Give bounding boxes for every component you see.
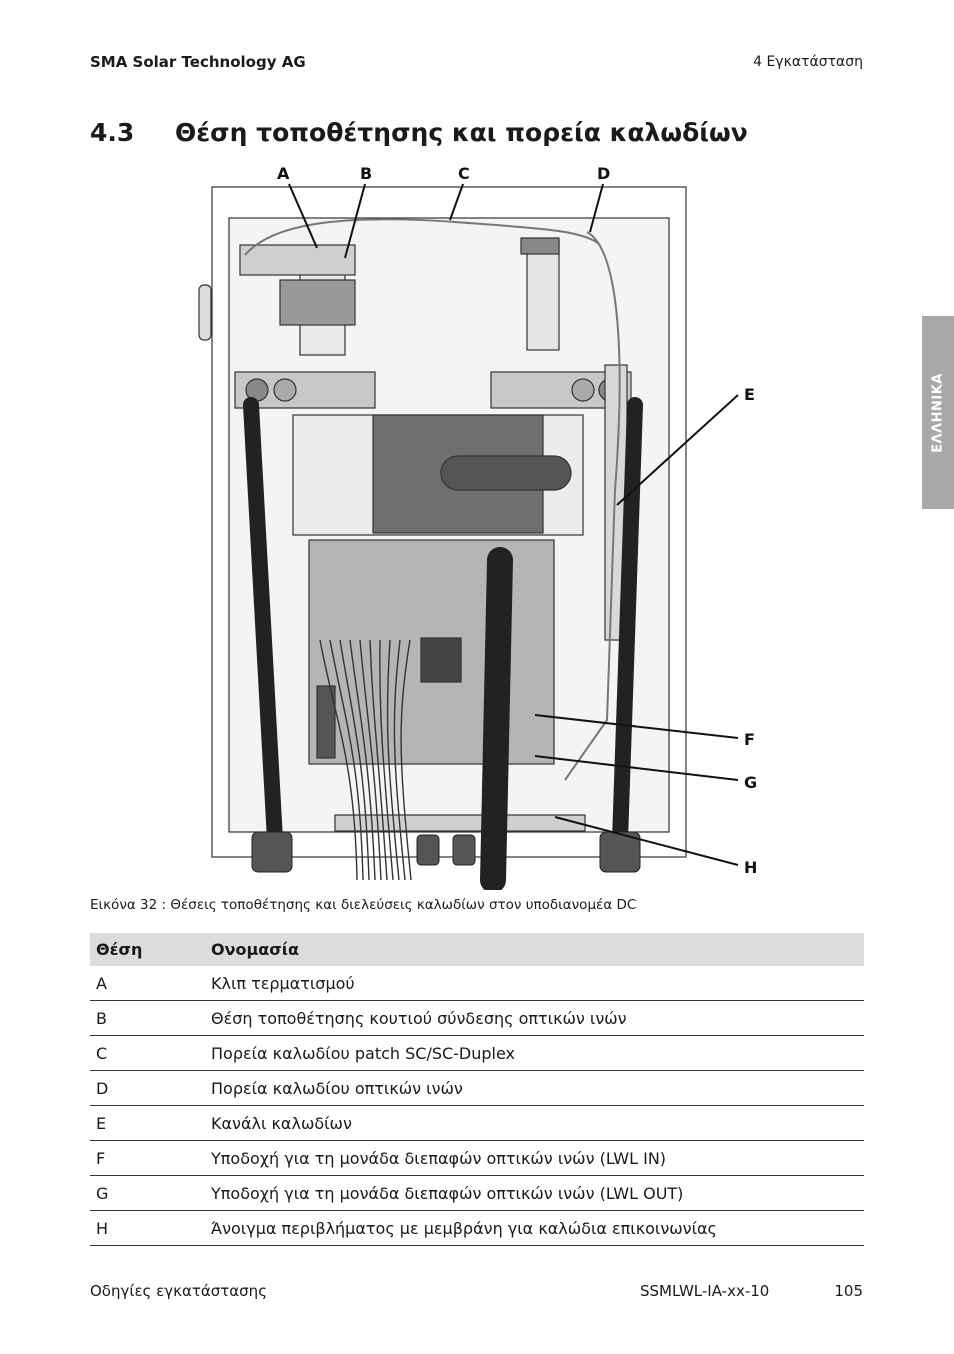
leader-a <box>288 183 318 249</box>
board-chip <box>420 637 462 683</box>
row-designation: Υποδοχή για τη μονάδα διεπαφών οπτικών ι… <box>205 1140 864 1176</box>
row-designation: Πορεία καλωδίου οπτικών ινών <box>205 1070 864 1106</box>
page-number: 105 <box>834 1282 863 1300</box>
row-designation: Κλιπ τερματισμού <box>205 966 864 1001</box>
callout-e: E <box>744 385 755 404</box>
cable-gland <box>416 834 440 866</box>
callout-b: B <box>360 164 372 183</box>
splice-box <box>239 244 356 276</box>
dc-cable-right <box>612 397 643 848</box>
callout-c: C <box>458 164 470 183</box>
footer-doc-code: SSMLWL-IA-xx-10 <box>640 1282 770 1300</box>
row-designation: Πορεία καλωδίου patch SC/SC-Duplex <box>205 1035 864 1071</box>
row-designation: Υποδοχή για τη μονάδα διεπαφών οπτικών ι… <box>205 1175 864 1211</box>
row-position: H <box>90 1210 205 1246</box>
communication-wire-bundle <box>319 639 412 881</box>
row-position: B <box>90 1000 205 1036</box>
leader-f <box>534 714 739 739</box>
rail-terminal <box>520 237 560 255</box>
callout-a: A <box>277 164 290 183</box>
callout-h: H <box>744 858 757 877</box>
callout-d: D <box>597 164 610 183</box>
row-designation: Άνοιγμα περιβλήματος με μεμβράνη για καλ… <box>205 1210 864 1246</box>
bolt <box>571 378 595 402</box>
row-position: G <box>90 1175 205 1211</box>
door-hinge <box>198 284 212 341</box>
column-header: Ονομασία <box>205 933 864 966</box>
callout-f: F <box>744 730 755 749</box>
row-position: E <box>90 1105 205 1141</box>
patch-cable-route <box>244 218 601 256</box>
row-designation: Θέση τοποθέτησης κουτιού σύνδεσης οπτικώ… <box>205 1000 864 1036</box>
column-header: Θέση <box>90 933 205 966</box>
dc-subdistribution-figure: A B C D E F G H <box>198 164 757 890</box>
row-designation: Κανάλι καλωδίων <box>205 1105 864 1141</box>
row-position: C <box>90 1035 205 1071</box>
leader-c <box>449 183 464 221</box>
cable-gland <box>251 831 293 873</box>
header-company: SMA Solar Technology AG <box>90 53 306 71</box>
row-position: D <box>90 1070 205 1106</box>
leader-b <box>344 183 366 259</box>
callout-g: G <box>744 773 757 792</box>
leader-d <box>589 183 604 233</box>
bottom-rail <box>334 814 586 832</box>
terminal-block-left <box>279 279 356 326</box>
din-rail-right <box>526 239 560 351</box>
dc-cable-left <box>243 397 283 848</box>
board-connector <box>316 685 336 759</box>
row-position: A <box>90 966 205 1001</box>
leader-e <box>616 394 739 506</box>
section-title: Θέση τοποθέτησης και πορεία καλωδίων <box>175 118 748 147</box>
leader-g <box>534 755 739 781</box>
language-label: ΕΛΛΗΝΙΚΑ <box>930 372 946 453</box>
header-section: 4 Εγκατάσταση <box>753 54 863 70</box>
language-side-tab: ΕΛΛΗΝΙΚΑ <box>922 316 954 509</box>
cable-gland <box>599 831 641 873</box>
dc-cable-center <box>480 547 513 890</box>
bolt <box>273 378 297 402</box>
cable-gland <box>452 834 476 866</box>
footer-doc-title: Οδηγίες εγκατάστασης <box>90 1282 267 1300</box>
section-heading: 4.3 Θέση τοποθέτησης και πορεία καλωδίων <box>90 118 748 147</box>
leader-h <box>554 816 739 866</box>
switch-handle <box>440 455 572 491</box>
fibre-cable-route <box>564 231 621 781</box>
figure-caption: Εικόνα 32 : Θέσεις τοποθέτησης και διελε… <box>90 897 637 913</box>
legend-header-row: Θέση Ονομασία <box>90 933 864 966</box>
row-position: F <box>90 1140 205 1176</box>
section-number: 4.3 <box>90 118 135 147</box>
